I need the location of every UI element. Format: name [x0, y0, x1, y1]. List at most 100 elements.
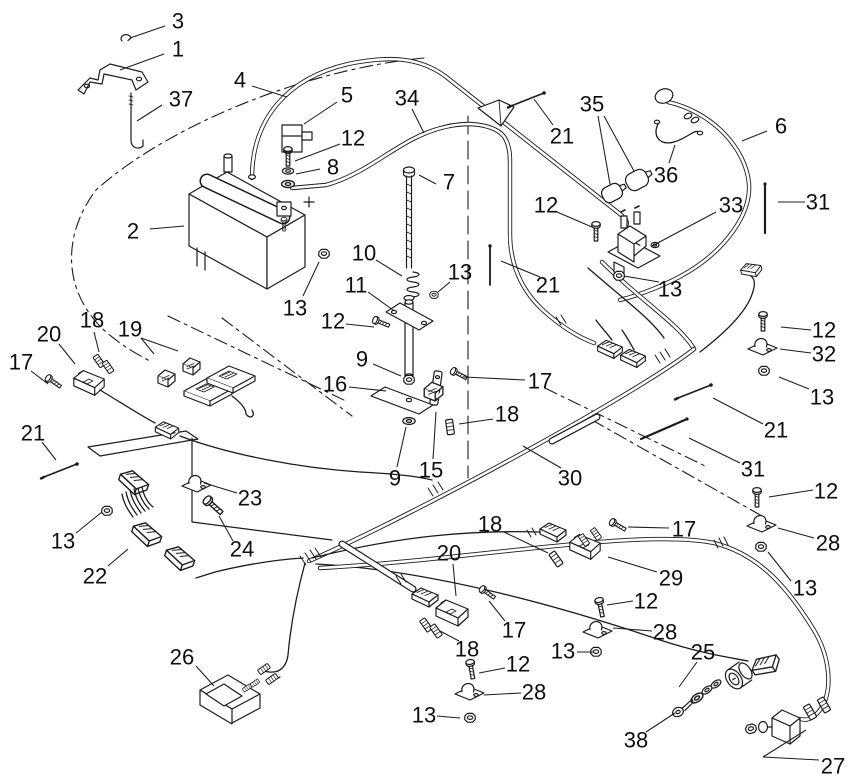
harness-sleeve-30	[549, 414, 600, 444]
callout-leader-line	[779, 348, 812, 354]
part-number-label: 2	[127, 219, 139, 244]
part-number-label: 12	[814, 479, 838, 504]
callout-15-62: 15	[419, 411, 443, 483]
part-number-label: 12	[341, 126, 365, 151]
callout-leader-line	[418, 174, 437, 185]
part-number-label: 17	[528, 369, 552, 394]
callout-leader-line	[436, 715, 461, 719]
callout-19-30: 19	[118, 317, 179, 355]
bracket-11	[385, 302, 434, 331]
battery-hold-down-bracket	[77, 63, 149, 95]
callout-leader-line	[607, 556, 658, 573]
mounting-panel-outline	[87, 430, 333, 541]
callout-21-32: 21	[21, 421, 57, 461]
callout-leader-line	[345, 323, 375, 328]
part-number-label: 13	[448, 260, 472, 285]
part-number-label: 18	[455, 637, 479, 662]
callout-20-39: 20	[437, 541, 461, 597]
callout-leader-line	[295, 168, 321, 175]
callout-leader-line	[372, 363, 402, 377]
callout-12-46: 12	[478, 652, 530, 677]
callout-leader-line	[195, 665, 215, 687]
callout-38-50: 38	[624, 712, 676, 753]
callout-31-15: 31	[778, 190, 830, 215]
callout-28-47: 28	[483, 680, 546, 705]
part-number-label: 15	[419, 458, 443, 483]
callout-10-18: 10	[352, 241, 403, 277]
callout-leader-line	[149, 225, 185, 230]
callout-12-13: 12	[534, 193, 593, 228]
hardware-screws	[43, 146, 768, 681]
part-number-label: 21	[536, 273, 560, 298]
part-number-label: 16	[323, 372, 347, 397]
callout-leader-line	[603, 115, 635, 172]
callout-18-27: 18	[458, 402, 519, 427]
callout-12-21: 12	[321, 309, 375, 334]
callout-leader-line	[396, 426, 407, 468]
clamp-32	[747, 337, 778, 356]
callout-9-23: 9	[356, 347, 402, 377]
part-number-label: 12	[321, 309, 345, 334]
callout-12-6: 12	[294, 126, 365, 162]
part-number-label: 38	[624, 728, 648, 753]
callout-1-1: 1	[119, 37, 184, 71]
callout-leader-line	[107, 548, 129, 567]
callout-12-56: 12	[780, 318, 836, 343]
part-number-label: 18	[495, 402, 519, 427]
part-number-label: 30	[558, 466, 582, 491]
hour-meter	[199, 662, 281, 725]
part-number-label: 29	[659, 566, 683, 591]
part-number-label: 36	[654, 163, 678, 188]
callout-leader-line	[597, 115, 611, 185]
part-number-label: 10	[352, 241, 376, 266]
part-number-label: 12	[534, 193, 558, 218]
callout-leader-line	[522, 445, 562, 469]
part-number-label: 28	[522, 680, 546, 705]
callout-leader-line	[251, 85, 288, 98]
callout-leader-line	[218, 515, 234, 542]
callout-leader-line	[136, 104, 163, 122]
callout-17-52: 17	[627, 517, 696, 542]
callout-leader-line	[612, 627, 653, 632]
callout-17-31: 17	[9, 350, 49, 385]
part-number-label: 19	[118, 317, 142, 342]
part-number-label: 3	[172, 9, 184, 34]
callout-9-63: 9	[389, 426, 407, 491]
part-number-label: 22	[83, 564, 107, 589]
callout-35-10: 35	[580, 92, 635, 185]
starter-cable-6	[617, 88, 752, 303]
part-number-label: 37	[169, 87, 193, 112]
clamp-28	[454, 682, 485, 701]
part-number-label: 33	[719, 193, 743, 218]
callout-leader-line	[762, 729, 807, 758]
callout-leader-line	[777, 527, 815, 539]
callout-28-43: 28	[612, 620, 677, 645]
part-number-label: 13	[51, 529, 75, 554]
callout-11-20: 11	[345, 273, 394, 311]
callout-leader-line	[606, 600, 634, 606]
callout-leader-line	[651, 211, 717, 247]
bolt-threads	[406, 183, 412, 259]
part-number-label: 5	[341, 83, 353, 108]
part-number-label: 31	[806, 190, 830, 215]
callout-leader-line	[500, 260, 541, 278]
callout-leader-line	[203, 482, 238, 494]
callout-18-38: 18	[478, 512, 549, 554]
ignition-switch	[688, 647, 785, 706]
callout-6-11: 6	[741, 114, 787, 142]
part-number-label: 24	[230, 537, 254, 562]
ignition-key	[672, 698, 694, 718]
callout-leader-line	[762, 756, 820, 761]
part-number-label: 12	[506, 652, 530, 677]
callout-13-44: 13	[551, 639, 594, 664]
plus-terminal-mark	[303, 196, 315, 208]
callout-leader-line	[533, 98, 554, 126]
j-bolt	[128, 92, 144, 149]
part-number-label: 31	[741, 457, 765, 482]
part-number-label: 20	[437, 541, 461, 566]
callout-21-22: 21	[500, 260, 560, 298]
callout-21-9: 21	[533, 98, 574, 149]
callout-3-0: 3	[129, 9, 184, 39]
callout-leader-line	[58, 343, 76, 365]
callout-leader-line	[294, 143, 341, 162]
